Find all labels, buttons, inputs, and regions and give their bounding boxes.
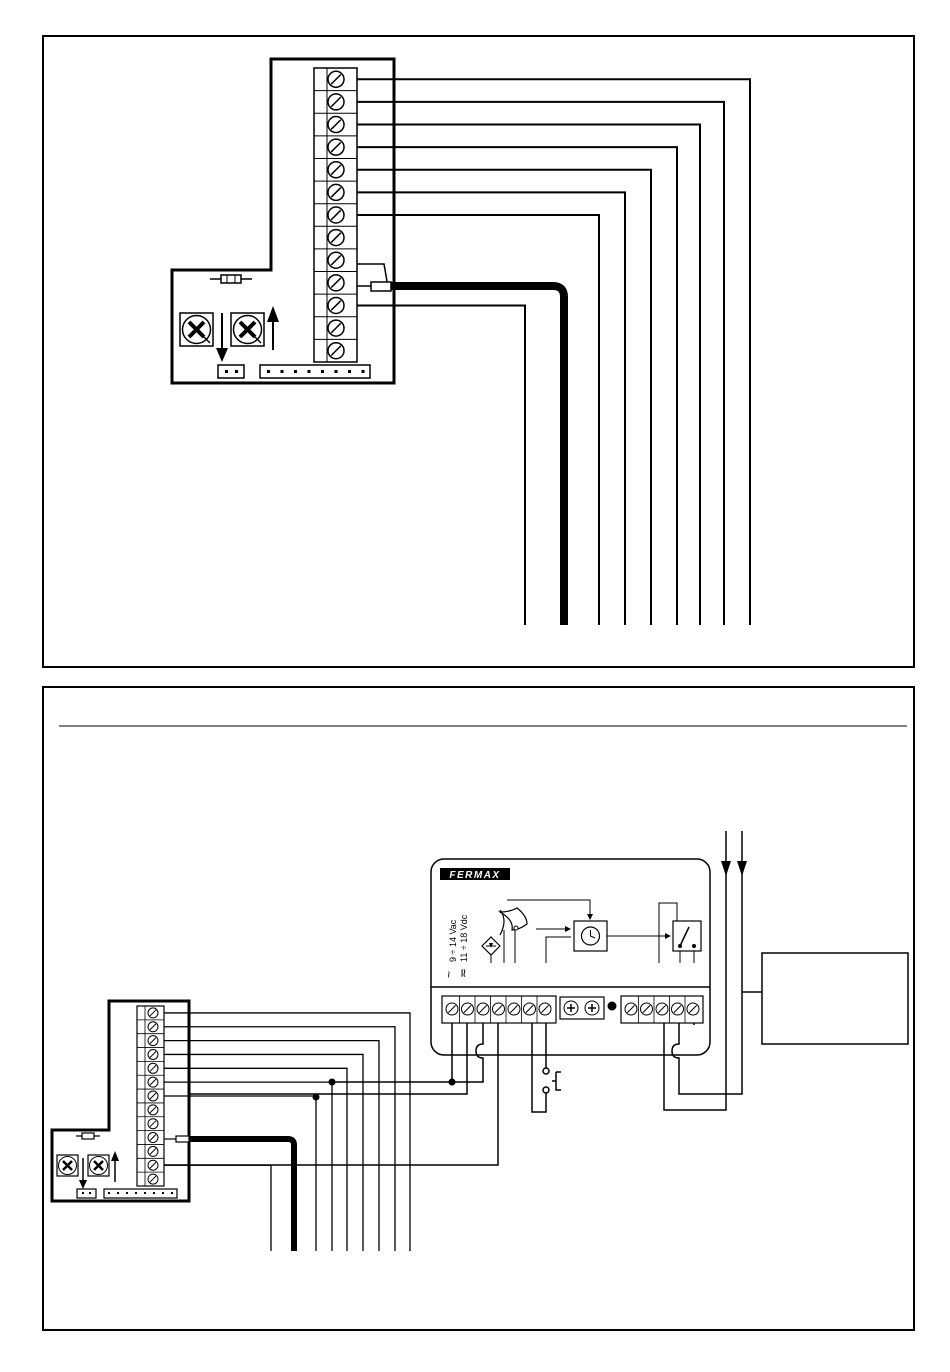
terminal-screw <box>508 1003 520 1015</box>
terminal-screw <box>328 117 344 133</box>
terminal-screw <box>493 1003 505 1015</box>
connector-pin <box>281 370 284 373</box>
terminal-screw <box>625 1003 637 1015</box>
connector-pin <box>267 370 270 373</box>
terminal-screw <box>328 297 344 313</box>
wire <box>164 1013 410 1251</box>
module-terminal-block-left <box>442 996 556 1023</box>
terminal-screw <box>328 184 344 200</box>
terminal-screw <box>328 71 344 87</box>
terminal-strip <box>314 68 357 362</box>
terminal-screw <box>148 1105 158 1115</box>
brand-logo-text: FERMAX <box>449 870 500 881</box>
connector-pin <box>117 1192 119 1194</box>
terminal-screw <box>641 1003 653 1015</box>
terminal-screw <box>672 1003 684 1015</box>
ac-symbol: ~ <box>442 971 456 978</box>
thick-cable <box>391 286 564 625</box>
terminal-screw <box>328 207 344 223</box>
terminal-screw <box>148 1133 158 1143</box>
terminal-screw <box>328 94 344 110</box>
fuse-component-small <box>76 1133 100 1139</box>
volume-adjust-up-small <box>88 1151 119 1182</box>
module-terminal-block-right <box>621 996 703 1023</box>
terminal-screw <box>477 1003 489 1015</box>
external-device-box <box>762 953 908 1044</box>
dc-symbol: ≂ <box>456 968 470 978</box>
wire <box>357 170 651 625</box>
connector-pin <box>348 370 351 373</box>
terminal-screw <box>524 1003 536 1015</box>
terminal-screw <box>148 1174 158 1184</box>
two-pin-connector-small <box>77 1189 96 1198</box>
terminal-screw <box>148 1077 158 1087</box>
connector-pin <box>294 370 297 373</box>
wire <box>357 102 724 625</box>
thick-cable-small <box>189 1139 294 1251</box>
wire <box>164 1165 271 1251</box>
module-housing <box>431 859 710 1055</box>
supply-ac-label: 9 ÷ 14 Vac <box>448 919 458 962</box>
terminal-screw <box>328 275 344 291</box>
terminal-screw <box>328 343 344 359</box>
eight-pin-connector-small <box>104 1189 177 1198</box>
terminal-screw <box>328 230 344 246</box>
lower-output-wires <box>164 1013 410 1251</box>
upper-panel-frame <box>43 36 914 667</box>
terminal-screw <box>148 1063 158 1073</box>
connector-pin <box>162 1192 164 1194</box>
upper-panel <box>43 36 914 667</box>
terminal-screw <box>446 1003 458 1015</box>
terminal-screw <box>148 1008 158 1018</box>
terminal-screw <box>148 1091 158 1101</box>
fuse-component <box>210 275 252 283</box>
terminal-screw <box>148 1160 158 1170</box>
wire <box>357 305 525 625</box>
arrow-down-icon <box>737 861 747 876</box>
volume-adjust-up <box>231 306 279 350</box>
fermax-module: FERMAX 9 ÷ 14 Vac 11 ÷ 18 Vdc ~ ≂ <box>431 859 710 1055</box>
lower-panel: FERMAX 9 ÷ 14 Vac 11 ÷ 18 Vdc ~ ≂ <box>43 687 914 1330</box>
two-pin-connector <box>218 365 244 378</box>
volume-adjust-down-small <box>57 1155 87 1189</box>
terminal-screw <box>656 1003 668 1015</box>
terminal-screw <box>462 1003 474 1015</box>
connector-pin <box>153 1192 155 1194</box>
output-wires <box>357 79 750 625</box>
terminal-screw <box>148 1022 158 1032</box>
wire <box>357 79 750 625</box>
terminal-screw <box>148 1049 158 1059</box>
terminal-screw <box>148 1036 158 1046</box>
connector-pin <box>126 1192 128 1194</box>
connector-pin <box>135 1192 137 1194</box>
eight-pin-connector <box>260 365 370 378</box>
connector-pin <box>144 1192 146 1194</box>
terminal-screw <box>328 139 344 155</box>
arrow-down-icon <box>721 861 731 876</box>
terminal-strip-small <box>137 1006 164 1186</box>
wire-plug <box>357 264 391 291</box>
terminal-screw <box>328 320 344 336</box>
terminal-screw <box>539 1003 551 1015</box>
terminal-screw <box>148 1146 158 1156</box>
wire-plug-small <box>164 1136 189 1142</box>
terminal-screw <box>328 162 344 178</box>
connector-pin <box>171 1192 173 1194</box>
connector-pin <box>321 370 324 373</box>
connector-pin <box>108 1192 110 1194</box>
terminal-screw <box>148 1119 158 1129</box>
wire <box>357 192 625 625</box>
module-adjust-knobs <box>560 997 604 1019</box>
connector-pin <box>335 370 338 373</box>
connector-pin <box>362 370 365 373</box>
supply-dc-label: 11 ÷ 18 Vdc <box>459 914 469 962</box>
wire <box>357 125 700 625</box>
connector-pin <box>308 370 311 373</box>
terminal-screw <box>328 252 344 268</box>
wire <box>357 147 677 625</box>
status-led <box>608 1002 617 1011</box>
volume-adjust-down <box>180 313 228 362</box>
terminal-screw <box>687 1003 699 1015</box>
